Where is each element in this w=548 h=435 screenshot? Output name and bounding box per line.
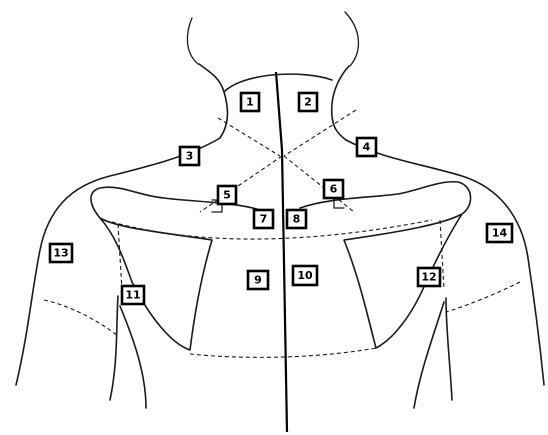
svg-text:14: 14 — [492, 227, 508, 240]
region-label-6: 6 — [324, 180, 343, 198]
svg-text:12: 12 — [421, 271, 436, 284]
svg-text:1: 1 — [246, 96, 254, 109]
region-label-1: 1 — [241, 93, 259, 111]
region-label-12: 12 — [418, 268, 440, 286]
svg-text:7: 7 — [260, 213, 268, 226]
region-label-9: 9 — [248, 271, 268, 289]
region-label-11: 11 — [122, 286, 144, 304]
svg-text:3: 3 — [186, 150, 194, 163]
region-label-5: 5 — [218, 186, 236, 204]
svg-text:10: 10 — [297, 269, 313, 282]
region-label-14: 14 — [487, 224, 512, 242]
region-label-8: 8 — [287, 210, 306, 228]
svg-text:2: 2 — [304, 96, 312, 109]
region-label-2: 2 — [299, 93, 317, 111]
svg-text:5: 5 — [223, 189, 231, 202]
region-label-4: 4 — [357, 138, 376, 156]
region-label-3: 3 — [180, 147, 199, 165]
region-label-10: 10 — [293, 266, 317, 285]
svg-text:9: 9 — [254, 274, 262, 287]
svg-text:4: 4 — [363, 141, 371, 154]
svg-text:11: 11 — [125, 289, 140, 302]
svg-text:13: 13 — [53, 247, 68, 260]
region-label-7: 7 — [254, 210, 273, 228]
region-label-13: 13 — [50, 244, 72, 262]
svg-text:6: 6 — [330, 183, 338, 196]
svg-text:8: 8 — [293, 213, 301, 226]
